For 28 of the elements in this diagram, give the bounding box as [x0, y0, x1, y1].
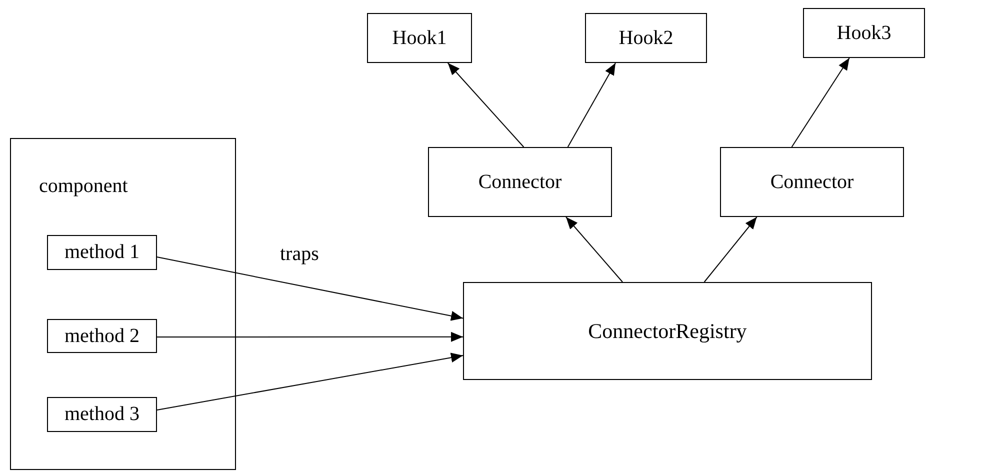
process-box — [720, 147, 904, 217]
box-label: method 3 — [64, 403, 140, 426]
box-label: Connector — [478, 170, 562, 194]
arrow — [156, 256, 464, 321]
box-label: Hook2 — [618, 26, 674, 50]
process-box — [47, 397, 157, 432]
box-label: method 2 — [64, 324, 140, 348]
arrow — [566, 216, 623, 282]
arrow — [567, 62, 616, 148]
arrow — [156, 352, 464, 410]
box-label: method 1 — [64, 241, 140, 264]
box-label: Hook3 — [836, 22, 892, 44]
process-box — [803, 8, 925, 58]
arrow — [791, 58, 850, 148]
process-box — [47, 319, 157, 353]
process-box — [428, 147, 612, 217]
box-label: Connector — [770, 170, 854, 194]
arrow — [447, 62, 524, 148]
box-label: Hook1 — [392, 26, 447, 50]
arrow — [156, 332, 464, 342]
box-label: ConnectorRegistry — [588, 318, 747, 344]
container-box — [10, 138, 236, 470]
process-box — [367, 13, 472, 63]
container-title: component — [39, 175, 128, 198]
arrow — [704, 216, 758, 282]
process-box — [585, 13, 707, 63]
process-box — [463, 282, 872, 380]
process-box — [47, 235, 157, 270]
